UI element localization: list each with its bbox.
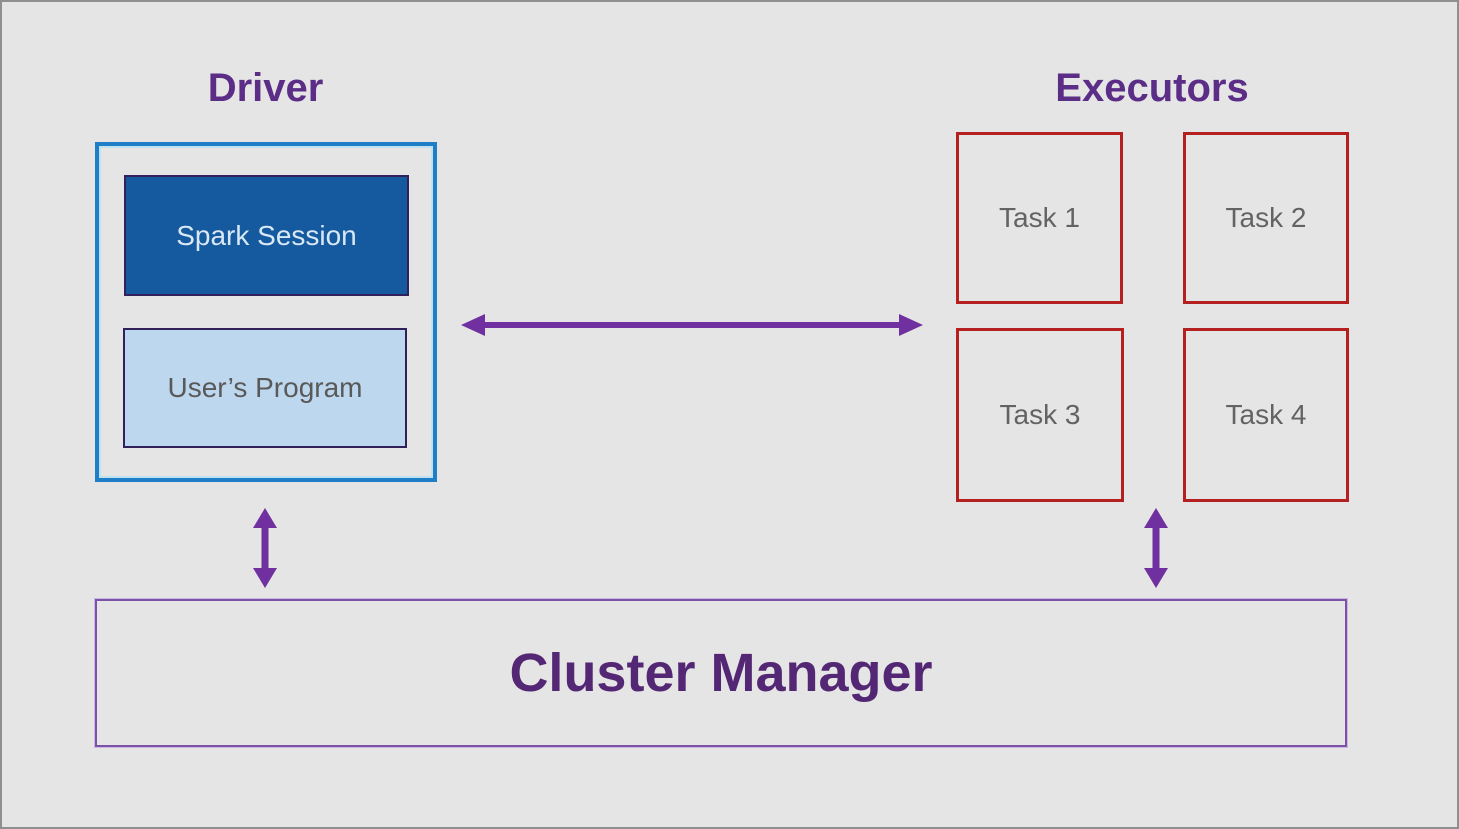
task-label: Task 3 — [999, 399, 1081, 430]
task-label: Task 2 — [1225, 202, 1307, 233]
driver-executors-bidirectional-arrow-icon — [461, 307, 923, 343]
driver-title: Driver — [207, 66, 324, 110]
cluster-manager-label: Cluster Manager — [509, 643, 933, 703]
spark-session-label: Spark Session — [176, 219, 357, 251]
task-box: Task 1 — [956, 132, 1123, 304]
executors-cluster-bidirectional-arrow-icon — [1138, 508, 1174, 588]
driver-cluster-bidirectional-arrow-icon — [247, 508, 283, 588]
task-box: Task 4 — [1183, 328, 1349, 502]
driver-box — [95, 142, 437, 482]
spark-session-box: Spark Session — [124, 175, 409, 296]
task-label: Task 4 — [1225, 399, 1307, 430]
cluster-manager-box: Cluster Manager — [95, 599, 1347, 747]
task-box: Task 2 — [1183, 132, 1349, 304]
task-label: Task 1 — [999, 202, 1080, 233]
task-box: Task 3 — [956, 328, 1124, 502]
users-program-box: User’s Program — [123, 328, 407, 448]
users-program-label: User’s Program — [167, 372, 363, 403]
executors-title: Executors — [1055, 66, 1249, 110]
